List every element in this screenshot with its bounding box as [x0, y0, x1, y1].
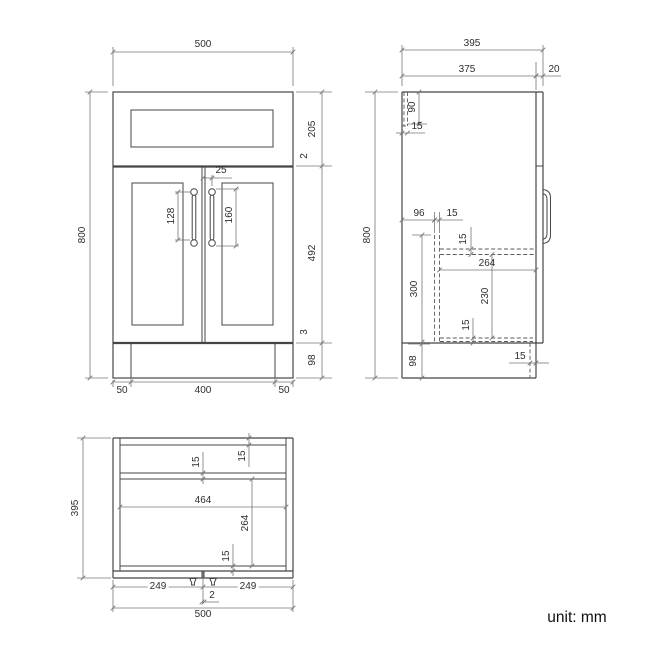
dim-tick — [110, 49, 116, 55]
dim-tick — [128, 379, 134, 385]
dim-tick — [399, 73, 405, 79]
dim-tick — [436, 267, 443, 273]
dim-tick — [416, 121, 422, 127]
dim-tick — [249, 563, 255, 569]
dim-tick — [372, 89, 378, 95]
front-right-door-panel — [221, 182, 274, 326]
dim-tick — [470, 340, 476, 346]
dim-tick — [319, 340, 325, 346]
plan-dimension-lines — [77, 433, 294, 612]
dim-tick — [175, 189, 181, 195]
dim-tick — [201, 599, 207, 605]
dim-tick — [489, 335, 495, 341]
dim-tick — [110, 584, 116, 590]
dim-tick — [533, 360, 539, 366]
dim-tick — [200, 175, 206, 181]
dim-tick — [199, 599, 205, 605]
front-drawer-front-panel — [130, 109, 274, 148]
dim-tick — [290, 49, 296, 55]
dim-tick — [87, 375, 93, 381]
side-hidden-bottom-panel — [440, 337, 533, 342]
dim-tick — [200, 476, 206, 482]
dim-tick — [283, 504, 289, 510]
front-elevation-view — [85, 47, 332, 387]
dim-tick — [533, 73, 539, 79]
plan-left-handle — [189, 578, 197, 586]
dim-tick — [540, 47, 546, 53]
front-dimension-lines — [85, 47, 332, 387]
dim-tick — [249, 476, 255, 482]
plan-section-view — [77, 433, 294, 612]
dim-tick — [233, 243, 239, 249]
side-hidden-partition — [434, 235, 440, 342]
dim-tick — [319, 89, 325, 95]
dim-tick — [399, 217, 405, 223]
dim-tick — [200, 584, 206, 590]
dim-tick — [110, 379, 116, 385]
dim-tick — [290, 605, 296, 611]
dim-tick — [416, 89, 422, 95]
dim-tick — [290, 379, 296, 385]
dim-tick — [419, 339, 425, 345]
side-section-view — [365, 45, 561, 379]
dim-tick — [399, 130, 405, 136]
side-hidden-back-rail — [402, 92, 408, 127]
plan-right-handle — [209, 578, 217, 586]
front-right-door-handle — [208, 188, 216, 247]
dim-tick — [80, 435, 86, 441]
dim-tick — [290, 584, 296, 590]
dim-tick — [209, 175, 215, 181]
dim-tick — [80, 575, 86, 581]
dim-tick — [246, 442, 252, 448]
dim-tick — [319, 375, 325, 381]
dim-tick — [230, 563, 236, 569]
dim-tick — [468, 246, 474, 252]
dim-tick — [419, 232, 425, 238]
dim-tick — [110, 605, 116, 611]
front-left-door-panel — [131, 182, 184, 326]
dim-tick — [87, 89, 93, 95]
dim-tick — [404, 130, 411, 136]
dim-tick — [272, 379, 278, 385]
dim-tick — [527, 360, 533, 366]
dim-tick — [540, 73, 546, 79]
dimension-tick-marks — [80, 47, 546, 611]
side-handle-profile — [542, 189, 551, 244]
dim-tick — [436, 217, 443, 223]
side-hidden-shelf — [440, 248, 536, 255]
front-left-door-handle — [190, 188, 198, 247]
dim-tick — [533, 267, 539, 273]
dim-tick — [470, 335, 476, 341]
dim-tick — [319, 163, 325, 169]
front-carcass-outline — [112, 91, 294, 379]
dim-tick — [419, 375, 425, 381]
dim-tick — [468, 251, 474, 258]
dim-tick — [489, 251, 495, 258]
unit-label: unit: mm — [547, 609, 607, 626]
dim-tick — [246, 435, 252, 441]
dim-tick — [230, 568, 236, 574]
dim-tick — [372, 375, 378, 381]
dim-tick — [117, 504, 123, 510]
dim-tick — [233, 186, 239, 192]
dim-tick — [399, 47, 405, 53]
dim-tick — [175, 237, 181, 243]
dim-tick — [431, 217, 438, 223]
side-dimension-lines — [365, 45, 561, 379]
dim-tick — [419, 341, 425, 347]
dim-tick — [200, 470, 206, 476]
